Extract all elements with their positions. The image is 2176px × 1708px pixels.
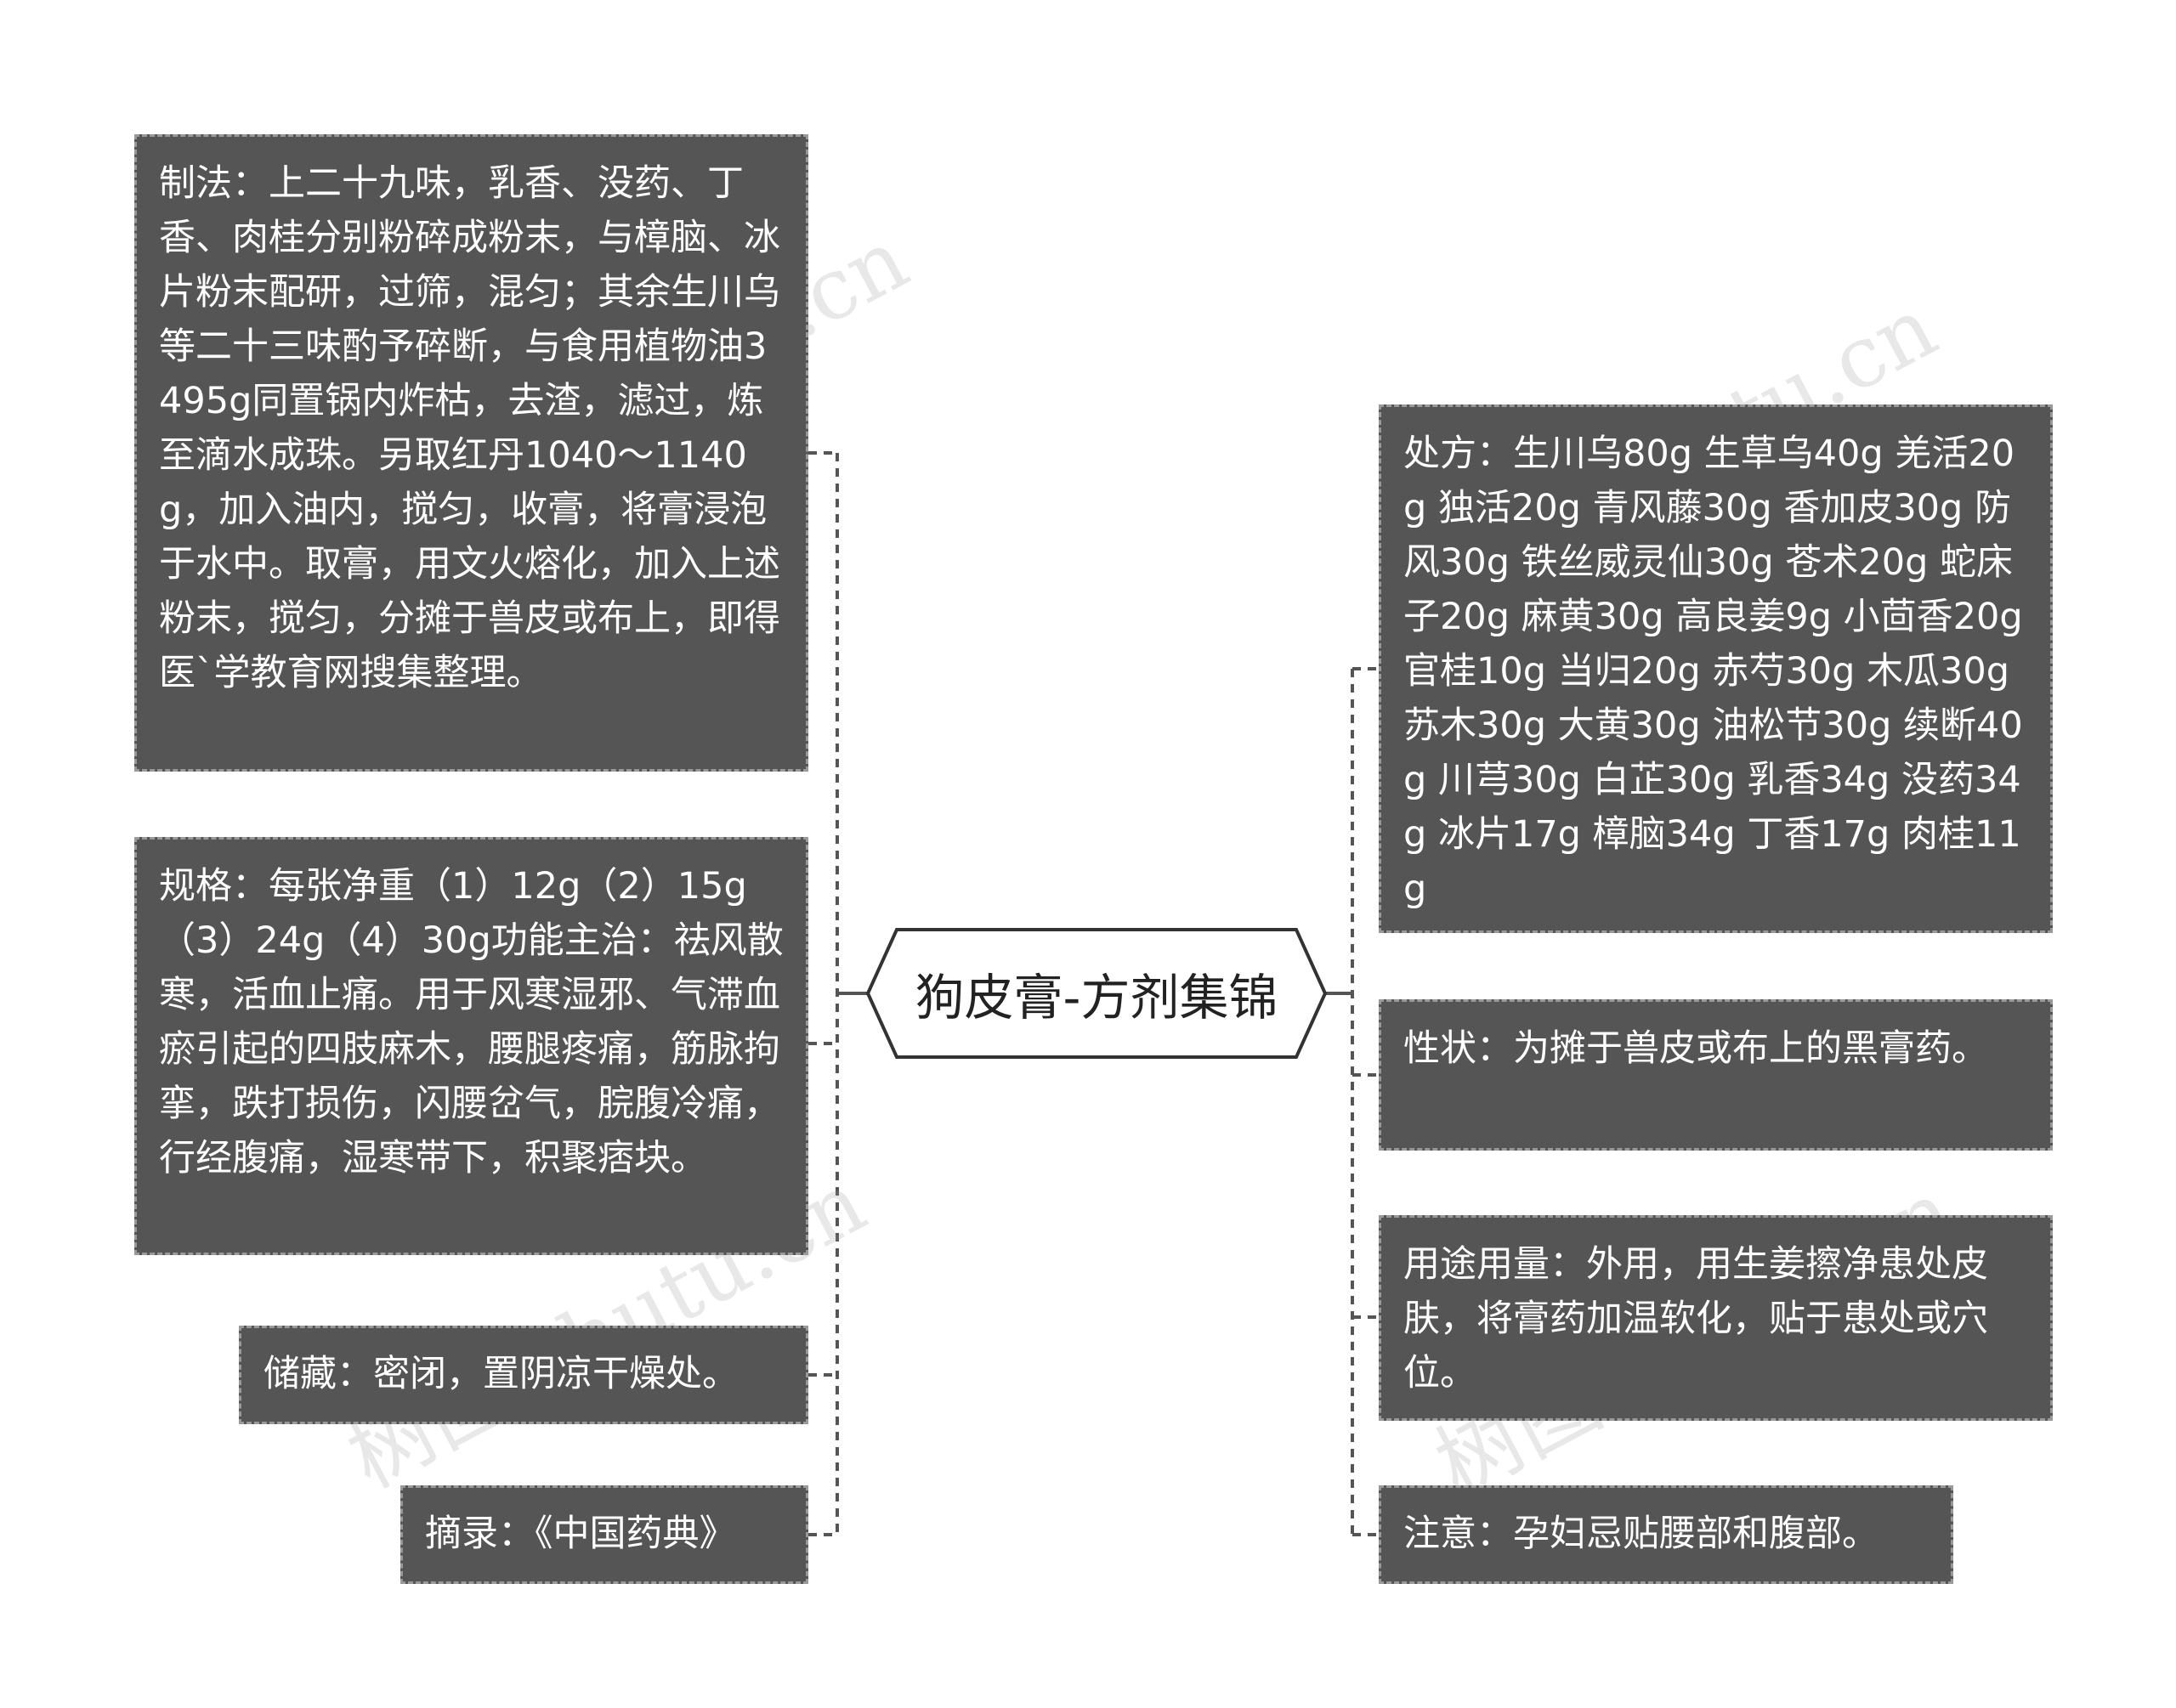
left-connector-group	[808, 451, 868, 1536]
node-zhailu[interactable]: 摘录：《中国药典》	[400, 1485, 808, 1584]
node-yongtu[interactable]: 用途用量：外用，用生姜擦净患处皮肤，将膏药加温软化，贴于患处或穴位。	[1379, 1215, 2053, 1421]
node-chufang[interactable]: 处方：生川乌80g 生草乌40g 羌活20g 独活20g 青风藤30g 香加皮3…	[1379, 404, 2053, 933]
node-zhifa[interactable]: 制法：上二十九味，乳香、没药、丁香、肉桂分别粉碎成粉末，与樟脑、冰片粉末配研，过…	[134, 134, 808, 772]
central-topic[interactable]: 狗皮膏-方剂集锦	[915, 969, 1278, 1026]
node-guige[interactable]: 规格：每张净重（1）12g（2）15g（3）24g（4）30g功能主治：祛风散寒…	[134, 837, 808, 1255]
node-zhuyi[interactable]: 注意：孕妇忌贴腰部和腹部。	[1379, 1485, 1953, 1584]
node-xingzhuang[interactable]: 性状：为摊于兽皮或布上的黑膏药。	[1379, 999, 2053, 1151]
node-chucang[interactable]: 储藏：密闭，置阴凉干燥处。	[239, 1326, 808, 1424]
central-topic-shape	[865, 928, 1328, 1059]
right-connector-group	[1325, 667, 1379, 1536]
